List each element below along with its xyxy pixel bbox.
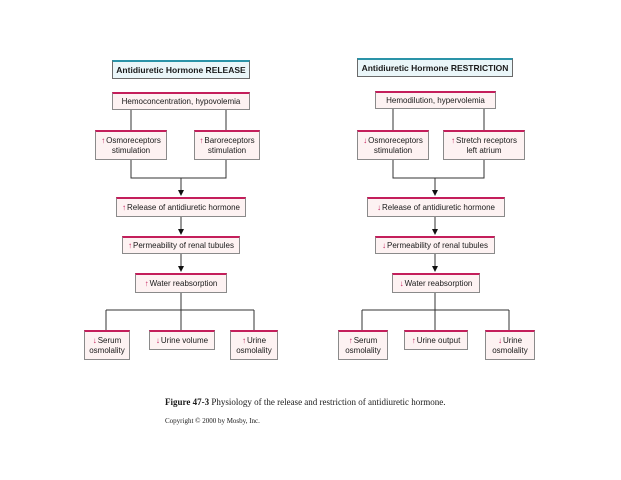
release-adh-label: Release of antidiuretic hormone xyxy=(127,202,240,212)
release-permeability-label: Permeability of renal tubules xyxy=(133,240,234,250)
restriction-serum-label: Serum osmolality xyxy=(345,335,381,355)
restriction-serum-box: ↑Serum osmolality xyxy=(338,330,388,360)
increase-arrow-icon: ↑ xyxy=(451,135,456,145)
figure-caption: Figure 47-3 Physiology of the release an… xyxy=(165,397,446,407)
restriction-osmoreceptors-box: ↓Osmoreceptors stimulation xyxy=(357,130,429,160)
copyright-text: Copyright © 2000 by Mosby, Inc. xyxy=(165,417,260,425)
release-urine-volume-label: Urine volume xyxy=(160,335,209,345)
increase-arrow-icon: ↑ xyxy=(101,135,106,145)
decrease-arrow-icon: ↓ xyxy=(377,202,382,212)
restriction-urine-output-label: Urine output xyxy=(416,335,461,345)
release-urine-osmolality-box: ↑Urine osmolality xyxy=(230,330,278,360)
release-osmoreceptors-label: Osmoreceptors stimulation xyxy=(106,135,161,155)
restriction-osmoreceptors-label: Osmoreceptors stimulation xyxy=(368,135,423,155)
release-title: Antidiuretic Hormone RELEASE xyxy=(112,60,250,79)
increase-arrow-icon: ↑ xyxy=(411,335,416,345)
restriction-urine-osmolality-label: Urine osmolality xyxy=(492,335,528,355)
decrease-arrow-icon: ↓ xyxy=(92,335,97,345)
increase-arrow-icon: ↑ xyxy=(348,335,353,345)
restriction-trigger-label: Hemodilution, hypervolemia xyxy=(386,95,485,105)
restriction-permeability-box: ↓Permeability of renal tubules xyxy=(375,236,495,254)
decrease-arrow-icon: ↓ xyxy=(382,240,387,250)
restriction-stretch-box: ↑Stretch receptors left atrium xyxy=(443,130,525,160)
release-trigger-label: Hemoconcentration, hypovolemia xyxy=(121,96,241,106)
restriction-urine-osmolality-box: ↓Urine osmolality xyxy=(485,330,535,360)
release-serum-box: ↓Serum osmolality xyxy=(84,330,130,360)
release-permeability-box: ↑Permeability of renal tubules xyxy=(122,236,240,254)
release-water-label: Water reabsorption xyxy=(149,278,218,288)
release-adh-box: ↑Release of antidiuretic hormone xyxy=(116,197,246,217)
increase-arrow-icon: ↑ xyxy=(144,278,149,288)
increase-arrow-icon: ↑ xyxy=(128,240,133,250)
restriction-permeability-label: Permeability of renal tubules xyxy=(387,240,488,250)
decrease-arrow-icon: ↓ xyxy=(363,135,368,145)
release-trigger-box: Hemoconcentration, hypovolemia xyxy=(112,92,250,110)
restriction-adh-box: ↓Release of antidiuretic hormone xyxy=(367,197,505,217)
increase-arrow-icon: ↑ xyxy=(199,135,204,145)
restriction-title: Antidiuretic Hormone RESTRICTION xyxy=(357,58,513,77)
restriction-trigger-box: Hemodilution, hypervolemia xyxy=(375,91,496,109)
restriction-water-label: Water reabsorption xyxy=(404,278,473,288)
restriction-water-box: ↓Water reabsorption xyxy=(392,273,480,293)
release-baroreceptors-box: ↑Baroreceptors stimulation xyxy=(194,130,260,160)
figure-caption-text: Physiology of the release and restrictio… xyxy=(211,397,446,407)
figure-number: Figure 47-3 xyxy=(165,397,210,407)
release-serum-label: Serum osmolality xyxy=(89,335,125,355)
release-urine-osmolality-label: Urine osmolality xyxy=(236,335,272,355)
release-water-box: ↑Water reabsorption xyxy=(135,273,227,293)
restriction-urine-output-box: ↑Urine output xyxy=(404,330,468,350)
restriction-stretch-label: Stretch receptors left atrium xyxy=(456,135,517,155)
decrease-arrow-icon: ↓ xyxy=(497,335,502,345)
decrease-arrow-icon: ↓ xyxy=(399,278,404,288)
release-urine-volume-box: ↓Urine volume xyxy=(149,330,215,350)
decrease-arrow-icon: ↓ xyxy=(155,335,160,345)
restriction-adh-label: Release of antidiuretic hormone xyxy=(382,202,495,212)
increase-arrow-icon: ↑ xyxy=(241,335,246,345)
increase-arrow-icon: ↑ xyxy=(122,202,127,212)
release-baroreceptors-label: Baroreceptors stimulation xyxy=(204,135,255,155)
release-osmoreceptors-box: ↑Osmoreceptors stimulation xyxy=(95,130,167,160)
